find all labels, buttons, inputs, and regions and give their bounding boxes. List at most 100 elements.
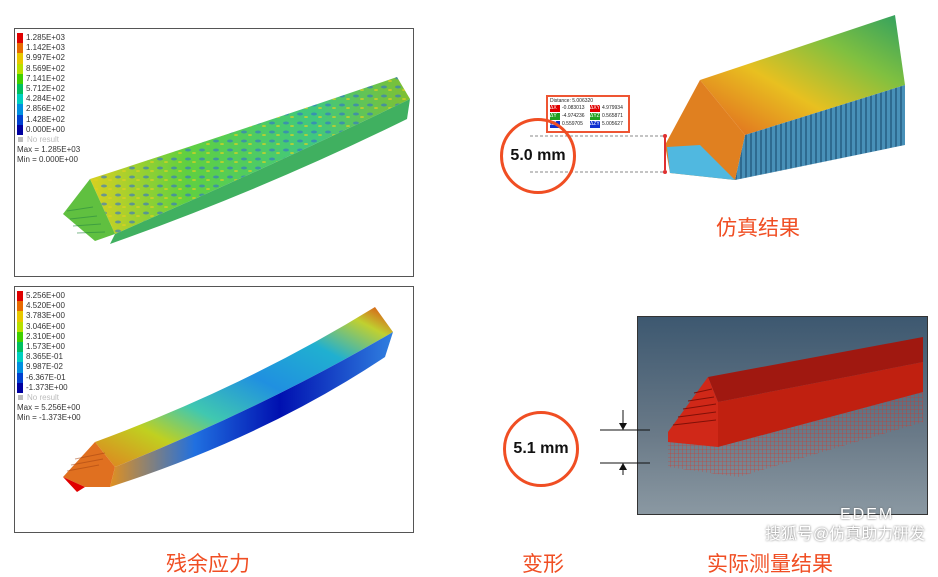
legend-swatch bbox=[17, 83, 23, 95]
deformation-side-face bbox=[110, 332, 393, 487]
legend-swatch bbox=[17, 301, 23, 312]
delta-value: 5.005627 bbox=[602, 121, 623, 127]
legend-swatch bbox=[17, 63, 23, 74]
legend-value: 8.365E-01 bbox=[26, 352, 63, 362]
max-value: Max = 5.256E+00 bbox=[17, 403, 81, 413]
legend-entry: 1.573E+00 bbox=[17, 341, 81, 353]
delta-label: ΔX bbox=[550, 105, 560, 112]
no-result-entry: No result bbox=[17, 135, 80, 145]
no-result-label: No result bbox=[27, 392, 60, 402]
caption-deformation: 变形 bbox=[522, 552, 564, 576]
legend-value: 7.141E+02 bbox=[26, 73, 65, 83]
legend-value: 5.256E+00 bbox=[26, 291, 65, 300]
real-measure-circle: 5.1 mm bbox=[503, 411, 579, 487]
legend-value: -6.367E-01 bbox=[26, 372, 66, 382]
legend-entry: 3.783E+00 bbox=[17, 311, 81, 322]
legend-entry: 7.141E+02 bbox=[17, 73, 80, 84]
min-value: Min = 0.000E+00 bbox=[17, 155, 78, 165]
caption-simulation-result: 仿真结果 bbox=[716, 216, 800, 240]
legend-swatch bbox=[17, 104, 23, 115]
stress-side-face bbox=[110, 99, 410, 244]
delta-value: -0.083013 bbox=[562, 105, 585, 111]
legend-value: 3.783E+00 bbox=[26, 311, 65, 321]
caption-actual-result: 实际测量结果 bbox=[707, 552, 833, 576]
legend-swatch bbox=[17, 43, 23, 54]
legend-entry: 1.285E+03 bbox=[17, 33, 80, 44]
legend-swatch bbox=[17, 352, 23, 363]
sim-measure-circle: 5.0 mm bbox=[500, 118, 576, 194]
legend-swatch bbox=[17, 33, 23, 44]
sim-measure-value: 5.0 mm bbox=[510, 147, 566, 164]
real-dimension-lines bbox=[600, 410, 650, 475]
legend-entry: 4.520E+00 bbox=[17, 301, 81, 312]
legend-swatch bbox=[17, 73, 23, 84]
stress-end-face bbox=[63, 179, 115, 241]
delta-label: ΔXY bbox=[590, 105, 601, 112]
watermark-source: 搜狐号@仿真助力研发 bbox=[765, 526, 926, 543]
legend-swatch bbox=[17, 362, 23, 373]
legend-entry: 5.256E+00 bbox=[17, 291, 81, 302]
watermark-brand: EDEM bbox=[840, 506, 895, 523]
legend-swatch bbox=[17, 372, 23, 383]
sim-fins bbox=[735, 85, 905, 180]
legend-swatch bbox=[17, 291, 23, 302]
legend-value: 0.000E+00 bbox=[26, 124, 65, 134]
legend-entry: 8.569E+02 bbox=[17, 63, 80, 74]
legend-value: 3.046E+00 bbox=[26, 321, 65, 331]
deformation-top-face bbox=[95, 307, 393, 467]
delta-value: 0.565871 bbox=[602, 113, 623, 119]
legend-entry: 0.000E+00 bbox=[17, 124, 80, 135]
legend-value: 5.712E+02 bbox=[26, 83, 65, 93]
delta-label: ΔY bbox=[550, 113, 560, 120]
legend-value: -1.373E+00 bbox=[26, 382, 68, 392]
legend-swatch bbox=[17, 311, 23, 322]
legend-value: 4.520E+00 bbox=[26, 301, 65, 311]
delta-value: 4.979934 bbox=[602, 105, 623, 111]
min-value: Min = -1.373E+00 bbox=[17, 413, 81, 423]
legend-entry: 9.997E+02 bbox=[17, 53, 80, 64]
legend-value: 2.310E+00 bbox=[26, 331, 65, 341]
legend-value: 1.285E+03 bbox=[26, 33, 65, 42]
legend-entry: 4.284E+02 bbox=[17, 94, 80, 105]
legend-entry: 2.856E+02 bbox=[17, 104, 80, 115]
legend-entry: 5.712E+02 bbox=[17, 83, 80, 95]
legend-swatch bbox=[17, 321, 23, 332]
delta-value: 0.559705 bbox=[562, 121, 583, 127]
delta-label: ΔZY bbox=[590, 121, 600, 128]
simulation-model-image bbox=[664, 15, 905, 180]
no-result-entry: No result bbox=[17, 393, 81, 403]
max-value: Max = 1.285E+03 bbox=[17, 145, 81, 155]
legend-entry: 3.046E+00 bbox=[17, 321, 81, 332]
legend-value: 4.284E+02 bbox=[26, 94, 65, 104]
legend-entry: -6.367E-01 bbox=[17, 372, 81, 383]
legend-value: 9.997E+02 bbox=[26, 53, 65, 63]
caption-residual-stress: 残余应力 bbox=[166, 552, 250, 576]
delta-value: -4.974236 bbox=[562, 113, 585, 119]
legend-entry: 1.142E+03 bbox=[17, 43, 80, 54]
legend-swatch bbox=[17, 124, 23, 135]
real-measure-value: 5.1 mm bbox=[513, 440, 569, 457]
real-top-surface bbox=[708, 337, 923, 402]
legend-entry: -1.373E+00 bbox=[17, 382, 81, 393]
sim-top-surface bbox=[700, 15, 905, 135]
deformation-model bbox=[63, 307, 393, 492]
no-result-label: No result bbox=[27, 134, 60, 144]
real-end-face bbox=[668, 377, 718, 447]
legend-swatch bbox=[17, 382, 23, 393]
legend-value: 2.856E+02 bbox=[26, 104, 65, 114]
delta-label: ΔYZ bbox=[590, 113, 600, 120]
legend-value: 1.142E+03 bbox=[26, 43, 65, 53]
legend-entry: 1.428E+02 bbox=[17, 114, 80, 125]
legend-value: 8.569E+02 bbox=[26, 63, 65, 73]
legend-swatch bbox=[17, 94, 23, 105]
legend-swatch bbox=[17, 53, 23, 64]
legend-swatch bbox=[17, 341, 23, 353]
legend-value: 1.428E+02 bbox=[26, 114, 65, 124]
stress-model bbox=[63, 77, 410, 244]
distance-value: Distance: 5.006320 bbox=[550, 98, 594, 104]
legend-value: 1.573E+00 bbox=[26, 341, 65, 351]
